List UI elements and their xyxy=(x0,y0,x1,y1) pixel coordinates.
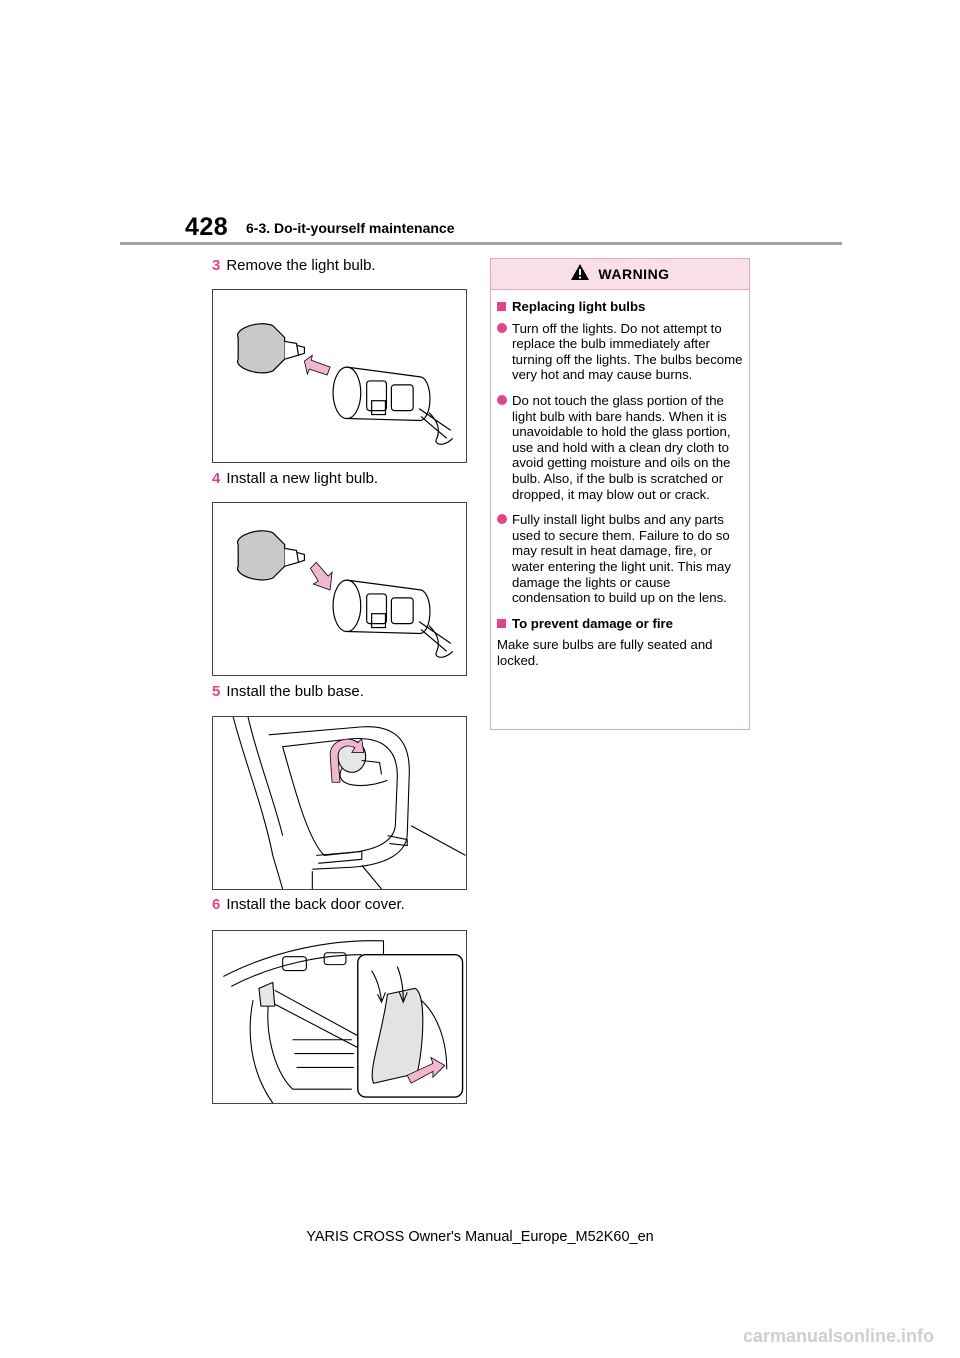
square-bullet-icon xyxy=(497,302,506,311)
warning-heading-text: Replacing light bulbs xyxy=(512,299,646,314)
step-number: 5 xyxy=(212,683,221,700)
step-5: 5 Install the bulb base. xyxy=(212,683,364,700)
section-title: 6-3. Do-it-yourself maintenance xyxy=(246,220,455,236)
page-number: 428 xyxy=(185,213,229,241)
warning-bullet-text: Fully install light bulbs and any parts … xyxy=(512,512,731,606)
step-4: 4 Install a new light bulb. xyxy=(212,470,378,487)
warning-heading-text: To prevent damage or fire xyxy=(512,615,673,631)
step-text: Install the back door cover. xyxy=(226,896,405,913)
header-divider xyxy=(120,242,842,245)
warning-box: WARNING Replacing light bulbs Turn off t… xyxy=(490,258,750,730)
install-new-bulb-illustration xyxy=(212,502,467,676)
install-back-door-cover-illustration xyxy=(212,930,467,1104)
warning-bullet: Do not touch the glass portion of the li… xyxy=(497,393,743,502)
warning-paragraph: Make sure bulbs are fully seated and loc… xyxy=(497,637,713,668)
warning-bullet-text: Turn off the lights. Do not attempt to r… xyxy=(512,320,743,383)
warning-bullet: Turn off the lights. Do not attempt to r… xyxy=(497,321,743,383)
install-bulb-base-illustration xyxy=(212,716,467,890)
warning-triangle-icon xyxy=(570,263,590,286)
step-text: Install the bulb base. xyxy=(226,683,364,700)
square-bullet-icon xyxy=(497,618,506,628)
step-number: 3 xyxy=(212,257,221,274)
warning-body: Replacing light bulbs Turn off the light… xyxy=(491,290,749,668)
warning-bullet-text: Do not touch the glass portion of the li… xyxy=(512,392,731,502)
round-bullet-icon xyxy=(497,514,507,525)
warning-section-heading: To prevent damage or fire xyxy=(497,616,743,632)
step-number: 4 xyxy=(212,470,221,487)
round-bullet-icon xyxy=(497,394,507,405)
warning-bullet: Fully install light bulbs and any parts … xyxy=(497,512,743,606)
step-text: Install a new light bulb. xyxy=(226,470,379,487)
remove-bulb-illustration xyxy=(212,289,467,463)
round-bullet-icon xyxy=(497,322,507,333)
warning-title: WARNING xyxy=(598,266,670,282)
step-text: Remove the light bulb. xyxy=(226,257,376,274)
warning-header: WARNING xyxy=(491,259,749,290)
step-6: 6 Install the back door cover. xyxy=(212,896,405,913)
watermark[interactable]: carmanualsonline.info xyxy=(742,1326,934,1346)
page-footer: YARIS CROSS Owner's Manual_Europe_M52K60… xyxy=(306,1229,654,1245)
step-number: 6 xyxy=(212,896,221,913)
step-3: 3 Remove the light bulb. xyxy=(212,257,376,274)
warning-section-heading: Replacing light bulbs xyxy=(497,299,743,315)
